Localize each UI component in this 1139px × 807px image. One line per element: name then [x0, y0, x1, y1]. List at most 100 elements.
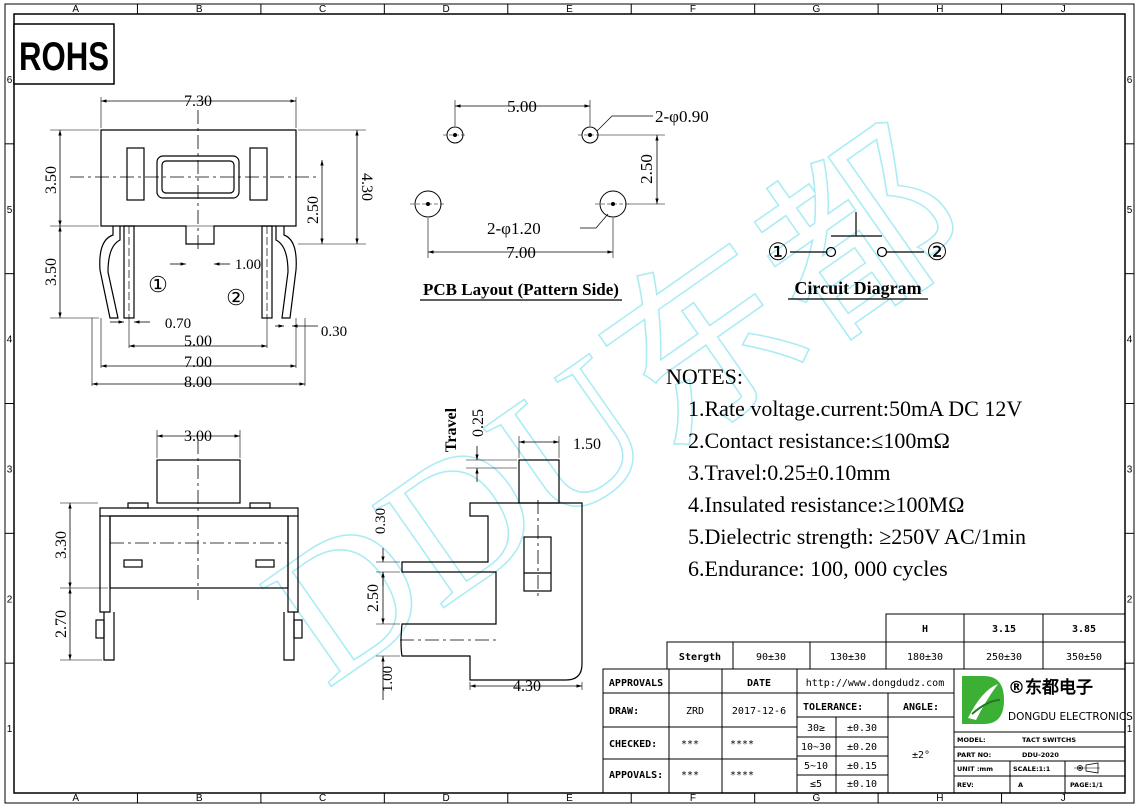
dim-side-250: 2.50	[365, 584, 382, 612]
tb-model-value: TACT SWITCHS	[1022, 736, 1076, 744]
title-block-labels: APPROVALS DATE http://www.dongdudz.com D…	[609, 676, 1133, 790]
top-view	[50, 97, 366, 386]
note-item: 2.Contact resistance:≤100mΩ	[688, 428, 950, 453]
grid-row-label: 1	[7, 724, 13, 735]
tb-tolerance: TOLERANCE:	[803, 702, 863, 713]
dim-left-lower: 3.50	[43, 258, 60, 286]
side-view-body	[400, 502, 583, 681]
grid-col-label: A	[72, 4, 79, 15]
tb-draw-date: 2017-12-6	[732, 706, 786, 717]
strength-labels: H 3.15 3.85 Stergth 90±30 130±30 180±30 …	[679, 624, 1102, 663]
tb-checked-date: ****	[730, 739, 754, 750]
tb-tol-value: ±0.20	[847, 742, 877, 753]
grid-row-label: 1	[1127, 724, 1133, 735]
strength-h-value: 3.15	[992, 624, 1016, 635]
grid-row-label: 5	[1127, 205, 1133, 216]
dim-overall-8: 8.00	[184, 374, 212, 391]
dim-front-height: 3.30	[53, 531, 70, 559]
rohs-mark: ROHS	[13, 23, 115, 85]
grid-col-label: B	[196, 793, 203, 804]
dim-side-100: 1.00	[380, 666, 396, 692]
front-view-dimensions	[68, 434, 240, 660]
grid-row-label: 6	[1127, 75, 1133, 86]
circuit-caption: Circuit Diagram	[794, 278, 921, 298]
grid-row-label: 2	[7, 594, 13, 605]
grid-row-label: 4	[7, 335, 13, 346]
grid-row-label: 3	[7, 464, 13, 475]
pin-1-marker: ①	[148, 272, 168, 297]
top-view-leg-right	[275, 226, 297, 319]
tb-model-key: MODEL:	[957, 736, 986, 744]
dim-pitch-5: 5.00	[184, 333, 212, 350]
tb-checked-by: ***	[681, 739, 699, 750]
grid-row-label: 3	[1127, 464, 1133, 475]
grid-row-label: 5	[7, 205, 13, 216]
dim-side-actuator-width: 1.50	[573, 436, 601, 453]
side-view-labels: 1.50 0.25 Travel 0.30 2.50 1.00 4.30	[365, 407, 601, 695]
tb-angle: ANGLE:	[903, 702, 939, 713]
note-item: 3.Travel:0.25±0.10mm	[688, 460, 891, 485]
circuit-contact-left	[825, 246, 837, 258]
pcb-hole-small-label: 2-φ0.90	[655, 107, 709, 126]
tb-company-en: DONGDU ELECTRONICS	[1008, 711, 1133, 723]
strength-h-value: 3.85	[1072, 624, 1096, 635]
tb-angle-value: ±2°	[912, 750, 930, 761]
dim-pin-width: 0.70	[165, 316, 191, 332]
tb-company: ®东都电子	[1008, 677, 1093, 698]
tb-part-value: DDU-2020	[1022, 751, 1059, 759]
travel-label: Travel	[443, 407, 460, 452]
grid-row-label: 2	[1127, 594, 1133, 605]
tb-tol-value: ±0.15	[847, 761, 877, 772]
side-view-dimensions	[381, 440, 582, 700]
strength-value: 130±30	[830, 652, 866, 663]
note-item: 6.Endurance: 100, 000 cycles	[688, 556, 948, 581]
tb-appovals-date: ****	[730, 770, 754, 781]
pcb-dimensions	[428, 104, 659, 254]
tb-tol-range: ≤5	[810, 779, 822, 790]
grid-col-label: B	[196, 4, 203, 15]
notes-title: NOTES:	[666, 364, 743, 389]
tb-tol-range: 5~10	[804, 761, 828, 772]
grid-ticks	[5, 4, 1134, 803]
front-view-pin-left	[103, 612, 115, 661]
top-view-labels: 7.30 3.50 3.50 2.50 4.30 1.00 0.70 0.30 …	[43, 93, 375, 391]
dim-pin-thickness: 0.30	[321, 324, 347, 340]
dim-side-thickness: 0.30	[373, 508, 389, 534]
dim-side-430: 4.30	[513, 678, 541, 695]
front-view-body	[109, 515, 289, 589]
grid-col-label: J	[1061, 793, 1066, 804]
strength-h-label: H	[922, 624, 928, 635]
front-view-cover	[99, 507, 299, 517]
circuit-labels: ① ② Circuit Diagram	[767, 240, 948, 300]
tb-tol-value: ±0.30	[847, 723, 877, 734]
grid-col-label: E	[566, 4, 573, 15]
dim-gap: 1.00	[235, 257, 261, 273]
tb-draw: DRAW:	[609, 706, 639, 717]
pcb-labels: 5.00 2-φ0.90 2.50 2-φ1.20 7.00 PCB Layou…	[420, 97, 709, 301]
tb-date: DATE	[747, 678, 771, 689]
projection-symbol-icon	[1074, 762, 1100, 774]
top-view-slot-left	[126, 147, 145, 201]
grid-row-label: 6	[7, 75, 13, 86]
dim-left-upper: 3.50	[43, 166, 60, 194]
front-view-actuator	[156, 459, 241, 504]
dim-front-lower: 2.70	[53, 610, 70, 638]
tb-page: PAGE:1/1	[1070, 781, 1103, 789]
grid-col-label: C	[319, 4, 326, 15]
grid-col-label: G	[812, 793, 820, 804]
tb-tol-range: 10~30	[801, 742, 831, 753]
grid-col-label: F	[690, 4, 696, 15]
company-logo	[962, 676, 1004, 724]
strength-value: 250±30	[986, 652, 1022, 663]
note-item: 1.Rate voltage.current:50mA DC 12V	[688, 396, 1022, 421]
side-view-contact	[523, 536, 552, 592]
top-view-dimensions	[58, 99, 359, 386]
grid-col-label: D	[442, 4, 449, 15]
dim-side-travel: 0.25	[470, 409, 487, 437]
grid-col-label: J	[1061, 4, 1066, 15]
tb-approvals: APPROVALS	[609, 678, 663, 689]
pcb-dim-bottom: 7.00	[506, 243, 536, 262]
rohs-label: ROHS	[19, 35, 109, 79]
pcb-dim-vert: 2.50	[637, 154, 656, 184]
